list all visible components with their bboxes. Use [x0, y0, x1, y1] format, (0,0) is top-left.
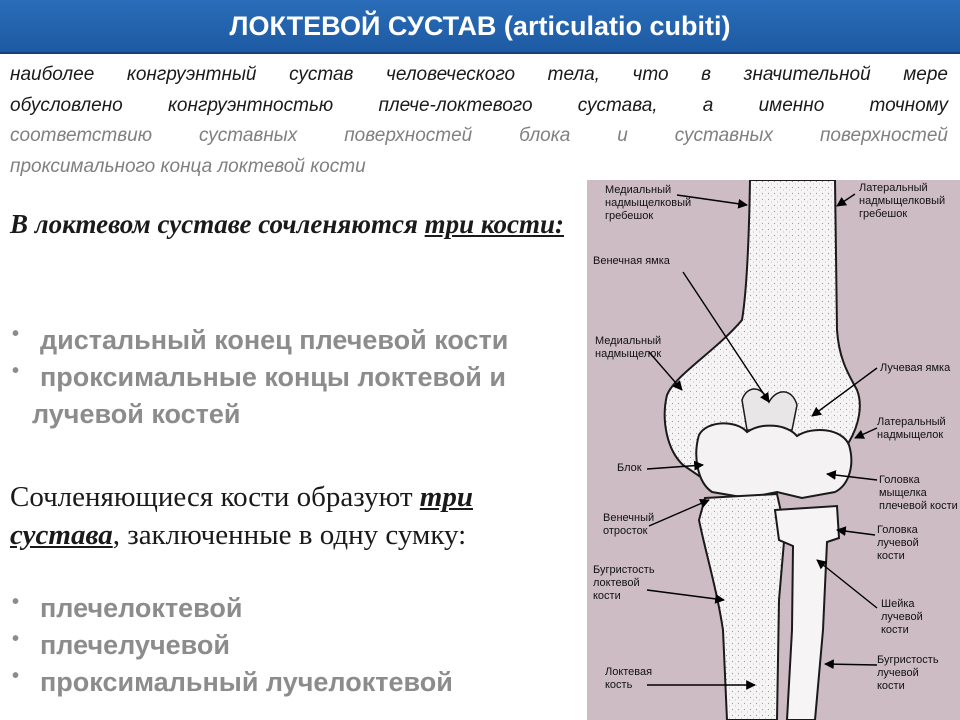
bullet-marker: •	[12, 628, 20, 650]
bones-heading-prefix: В локтевом суставе сочленяются	[10, 209, 425, 239]
radius-shape	[773, 504, 841, 720]
list-item-text: плечелоктевой	[40, 593, 243, 623]
bones-heading-emph: три кости:	[424, 209, 565, 239]
label-medial-crest: Медиальный надмыщелковый гребешок	[605, 184, 692, 222]
bones-list: • дистальный конец плечевой кости • прок…	[0, 322, 508, 433]
label-trochlea: Блок	[617, 462, 642, 474]
bones-heading: В локтевом суставе сочленяются три кости…	[10, 206, 570, 243]
intro-line: наиболее конгруэнтный сустав человеческо…	[10, 64, 948, 85]
list-item-text: дистальный конец плечевой кости	[40, 325, 509, 355]
label-coronoid-fossa: Венечная ямка	[593, 255, 670, 267]
label-ulna-tuberosity: Бугристость локтевой кости	[593, 564, 655, 602]
elbow-bones-drawing	[646, 180, 878, 720]
label-lateral-epicondyle: Латеральный надмыщелок	[877, 416, 946, 441]
joints-heading-prefix: Сочленяющиеся кости образуют	[10, 481, 420, 513]
bullet-marker: •	[12, 323, 20, 345]
list-item: • плечелучевой	[0, 627, 453, 664]
label-radius-head: Головка лучевой кости	[877, 524, 919, 562]
intro-line: соответствию суставных поверхностей блок…	[10, 125, 948, 146]
joints-heading-emph: три сустава	[10, 481, 473, 551]
slide-title-text: ЛОКТЕВОЙ СУСТАВ (articulatio cubiti)	[229, 10, 731, 41]
list-item-continuation: лучевой костей	[32, 399, 241, 429]
list-item-text: проксимальный лучелоктевой	[40, 667, 453, 697]
joints-list: • плечелоктевой • плечелучевой • проксим…	[0, 590, 453, 701]
joints-heading: Сочленяющиеся кости образуют три сустава…	[10, 478, 570, 554]
label-radial-fossa: Лучевая ямка	[880, 362, 951, 374]
label-radius-tuberosity: Бугристость лучевой кости	[877, 654, 939, 692]
list-item: • плечелоктевой	[0, 590, 453, 627]
list-item: • проксимальные концы локтевой и лучевой…	[0, 359, 508, 433]
bullet-marker: •	[12, 591, 20, 613]
label-coronoid-process: Венечный отросток	[603, 512, 655, 537]
list-item-text: плечелучевой	[40, 630, 230, 660]
slide-title: ЛОКТЕВОЙ СУСТАВ (articulatio cubiti)	[0, 0, 960, 54]
list-item-text: проксимальные концы локтевой и	[40, 362, 506, 392]
ulna-shape	[697, 492, 787, 720]
humerus-shape	[663, 180, 861, 481]
label-radius-neck: Шейка лучевой кости	[881, 598, 923, 636]
label-ulna: Локтевая кость	[605, 666, 653, 691]
intro-line: проксимального конца локтевой кости	[10, 155, 366, 177]
intro-line: обусловлено конгруэнтностью плече-локтев…	[10, 94, 948, 116]
list-item: • дистальный конец плечевой кости	[0, 322, 508, 359]
intro-paragraph: наиболее конгруэнтный сустав человеческо…	[10, 60, 948, 182]
trochlea-shape	[695, 422, 853, 500]
bullet-marker: •	[12, 360, 20, 382]
joints-heading-suffix: , заключенные в одну сумку:	[112, 519, 467, 551]
label-lateral-crest: Латеральный надмыщелковый гребешок	[859, 182, 946, 220]
label-medial-epicondyle: Медиальный надмыщелок	[595, 335, 662, 360]
bullet-marker: •	[12, 665, 20, 687]
label-capitulum: Головка мыщелка плечевой кости	[879, 474, 958, 512]
elbow-joint-illustration: Медиальный надмыщелковый гребешок Латера…	[587, 180, 960, 720]
list-item: • проксимальный лучелоктевой	[0, 664, 453, 701]
